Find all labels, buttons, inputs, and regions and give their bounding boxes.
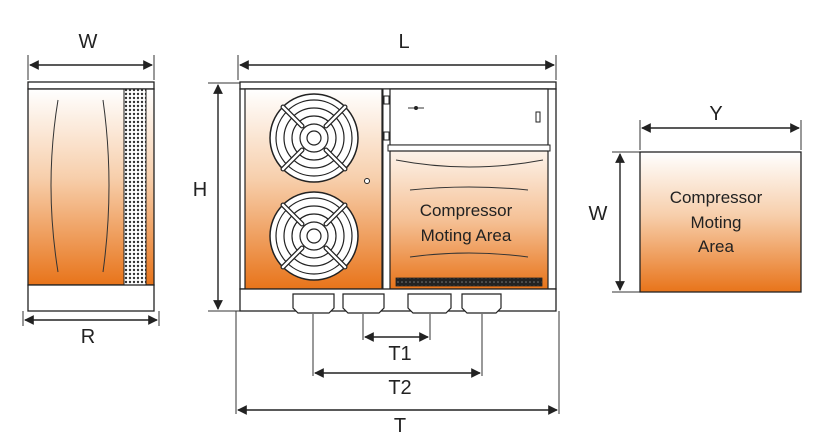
front-divider	[382, 88, 391, 290]
hinge-icon	[383, 131, 390, 141]
top-area-label-3: Area	[698, 237, 734, 256]
top-view: Y W Compressor Moting Area	[589, 103, 802, 293]
front-area-label-1: Compressor	[420, 201, 513, 220]
side-coil	[123, 88, 147, 286]
fan-icon	[270, 192, 358, 280]
fan-icon	[270, 94, 358, 182]
label-l: L	[398, 31, 409, 53]
screw-icon	[364, 178, 370, 184]
compressor-area	[389, 150, 549, 290]
top-area-label-2: Moting	[690, 213, 741, 232]
vent-strip	[395, 277, 543, 287]
front-area-label-2: Moting Area	[421, 226, 512, 245]
hinge-icon	[383, 95, 390, 105]
label-y: Y	[709, 103, 722, 125]
side-top-cap	[27, 81, 155, 90]
base-foot	[461, 293, 502, 314]
side-panel-curve-left	[50, 99, 59, 273]
front-base	[239, 288, 557, 312]
side-view: W R	[22, 31, 160, 348]
label-w-top: W	[589, 203, 608, 225]
side-panel-curve-right	[102, 99, 110, 273]
label-t1: T1	[388, 343, 411, 365]
label-t: T	[394, 415, 406, 437]
base-foot	[407, 293, 452, 314]
top-compressor-area	[639, 151, 802, 293]
label-r: R	[81, 326, 95, 348]
electrical-box	[389, 88, 549, 146]
label-t2: T2	[388, 377, 411, 399]
front-view: L H Compressor Moting Area	[193, 31, 560, 437]
label-w-side: W	[79, 31, 98, 53]
side-base	[27, 284, 155, 312]
base-foot	[342, 293, 385, 314]
front-top-cap	[239, 81, 557, 90]
top-area-label-1: Compressor	[670, 188, 763, 207]
label-h: H	[193, 179, 207, 201]
panel-rail	[387, 144, 551, 152]
base-foot	[292, 293, 335, 314]
